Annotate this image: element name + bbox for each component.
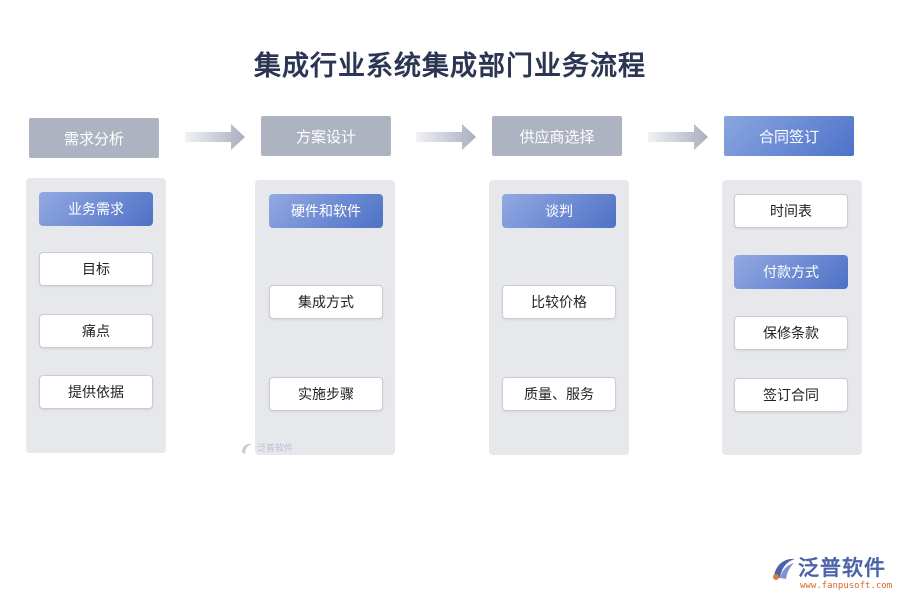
stage-header-supplier-selection: 供应商选择 (492, 116, 622, 156)
node-timeline: 时间表 (734, 194, 848, 228)
node-compare-price: 比较价格 (502, 285, 616, 319)
node-warranty-terms: 保修条款 (734, 316, 848, 350)
node-negotiation: 谈判 (502, 194, 616, 228)
watermark-logo-icon (242, 443, 252, 454)
brand-logo: 泛普软件 www.fanpusoft.com (770, 552, 895, 596)
node-pain-point: 痛点 (39, 314, 153, 348)
stage-header-solution-design: 方案设计 (261, 116, 391, 156)
watermark: 泛普软件 (240, 441, 293, 454)
watermark-text: 泛普软件 (257, 444, 294, 454)
node-provide-basis: 提供依据 (39, 375, 153, 409)
flow-arrow-icon (416, 124, 476, 150)
node-quality-service: 质量、服务 (502, 377, 616, 411)
flow-arrow-icon (648, 124, 708, 150)
node-payment-method: 付款方式 (734, 255, 848, 289)
flow-arrow-icon (185, 124, 245, 150)
node-integration-method: 集成方式 (269, 285, 383, 319)
brand-name: 泛普软件 (798, 556, 886, 580)
stage-header-contract-signing: 合同签订 (724, 116, 854, 156)
node-sign-contract: 签订合同 (734, 378, 848, 412)
page-title: 集成行业系统集成部门业务流程 (254, 51, 646, 82)
node-implementation-steps: 实施步骤 (269, 377, 383, 411)
node-hardware-software: 硬件和软件 (269, 194, 383, 228)
stage-header-requirements: 需求分析 (29, 118, 159, 158)
node-goal: 目标 (39, 252, 153, 286)
brand-url: www.fanpusoft.com (800, 581, 893, 591)
node-business-requirement: 业务需求 (39, 192, 153, 226)
brand-logo-icon (773, 558, 795, 580)
